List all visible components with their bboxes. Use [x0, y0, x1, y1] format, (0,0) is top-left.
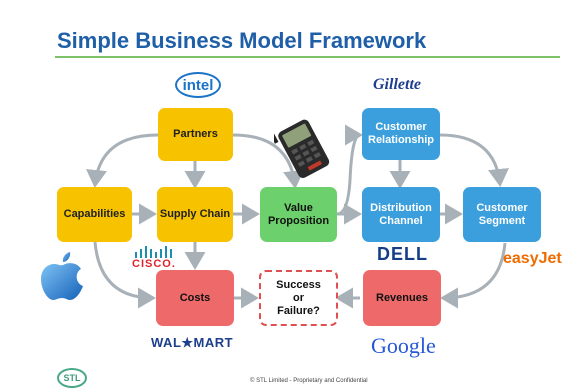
customer-segment-box: Customer Segment	[463, 187, 541, 242]
success-or-failure-box: Success or Failure?	[259, 270, 338, 326]
cisco-bars-icon	[135, 246, 172, 258]
stl-logo: STL	[57, 368, 87, 388]
revenues-label: Revenues	[376, 291, 428, 304]
dell-logo: DELL	[377, 244, 428, 264]
success-or-failure-label: Success or Failure?	[276, 278, 321, 317]
arrow-customer-segment-to-revenues	[440, 242, 507, 309]
partners-box: Partners	[158, 108, 233, 161]
gillette-logo: Gillette	[373, 76, 421, 93]
arrow-value-proposition-to-customer-relationship	[336, 124, 363, 216]
arrow-capabilities-to-costs	[93, 241, 156, 309]
distribution-channel-box: Distribution Channel	[362, 187, 440, 242]
costs-label: Costs	[179, 291, 211, 304]
apple-icon	[41, 252, 83, 300]
title-underline	[55, 56, 560, 58]
arrow-customer-relationship-to-customer-segment	[439, 133, 509, 187]
supply-chain-label: Supply Chain	[159, 208, 231, 220]
revenues-box: Revenues	[363, 270, 441, 326]
costs-box: Costs	[156, 270, 234, 326]
walmart-logo: WAL★MART	[151, 335, 234, 350]
partners-label: Partners	[173, 128, 218, 140]
capabilities-box: Capabilities	[57, 187, 132, 242]
cisco-label: CISCO.	[132, 258, 176, 270]
value-proposition-box: Value Proposition	[260, 187, 337, 242]
customer-segment-label: Customer Segment	[476, 201, 528, 227]
value-proposition-label: Value Proposition	[267, 201, 330, 227]
google-logo: Google	[371, 333, 436, 358]
intel-logo: intel	[175, 72, 221, 98]
mobile-phone-image	[274, 119, 330, 178]
intel-label: intel	[182, 76, 214, 94]
footer-text: © STL Limited - Proprietary and Confiden…	[250, 378, 368, 384]
capabilities-label: Capabilities	[63, 208, 126, 220]
arrow-partners-to-capabilities	[86, 133, 159, 188]
customer-relationship-label: Customer Relationship	[368, 121, 435, 146]
customer-relationship-box: Customer Relationship	[362, 108, 440, 160]
distribution-channel-label: Distribution Channel	[370, 201, 432, 227]
arrow-partners-to-value-proposition	[232, 133, 304, 189]
supply-chain-box: Supply Chain	[157, 187, 233, 242]
page-title: Simple Business Model Framework	[57, 28, 427, 53]
cisco-logo: CISCO.	[132, 245, 178, 273]
easyjet-logo: easyJet	[503, 250, 562, 267]
